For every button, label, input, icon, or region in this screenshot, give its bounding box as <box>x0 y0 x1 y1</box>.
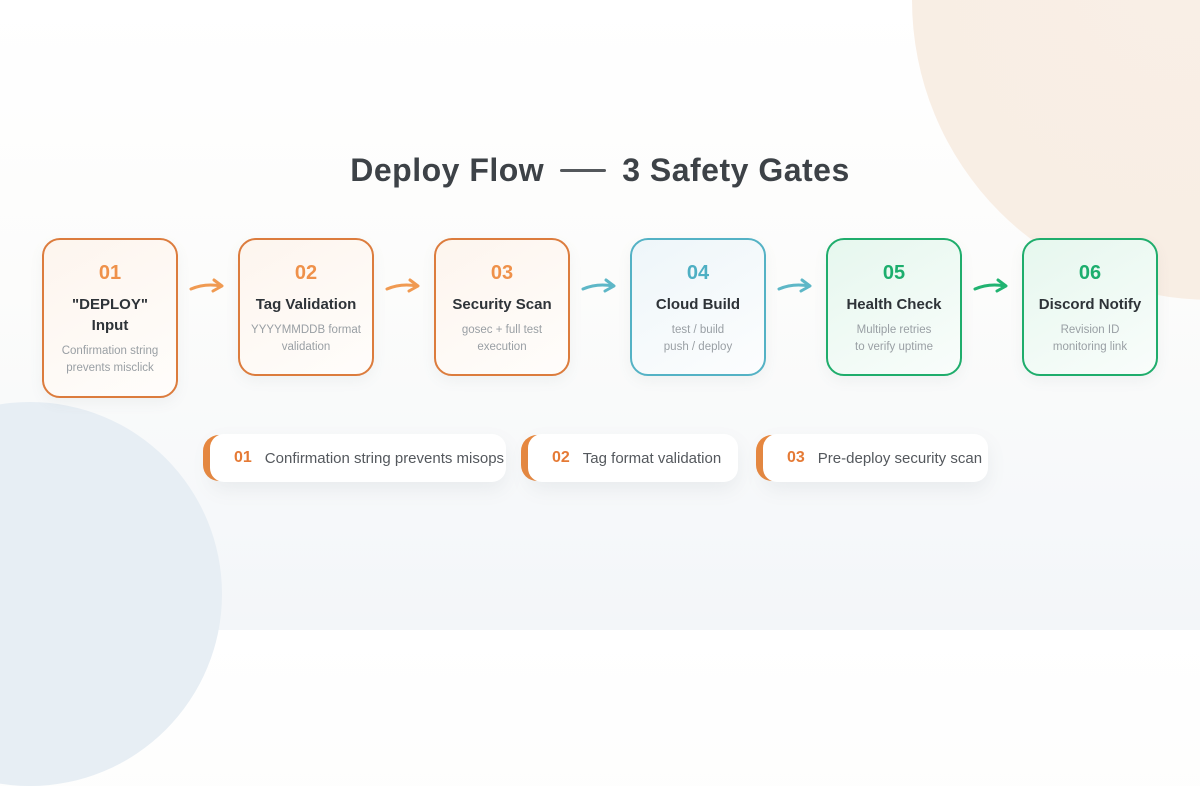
flow-arrow-icon <box>580 276 620 296</box>
step-title-line: Tag Validation <box>255 296 357 313</box>
step-title-line: Health Check <box>846 296 942 313</box>
step-subtitle: gosec + full test execution <box>436 322 568 355</box>
step-title-line: Security Scan <box>452 296 552 313</box>
safety-gate-card-1: 01 Confirmation string prevents misops <box>203 434 506 482</box>
step-subtitle-line: test / build <box>671 324 725 336</box>
step-subtitle: Multiple retries to verify uptime <box>828 322 960 355</box>
safety-gate-card-2: 02 Tag format validation <box>521 434 738 482</box>
step-number: 04 <box>686 262 710 284</box>
gate-number: 01 <box>234 449 252 466</box>
step-number: 02 <box>294 262 318 284</box>
step-subtitle-line: YYYYMMDDB format <box>251 324 361 336</box>
step-subtitle: test / build push / deploy <box>632 322 764 355</box>
step-subtitle: Confirmation string prevents misclick <box>44 343 176 376</box>
step-subtitle-line: Revision ID <box>1060 324 1120 336</box>
step-title: Cloud Build <box>632 294 764 315</box>
step-subtitle-line: Confirmation string <box>61 345 159 357</box>
flow-arrow-icon <box>188 276 228 296</box>
page-title: Deploy Flow 3 Safety Gates <box>0 152 1200 189</box>
gate-label: Confirmation string prevents misops <box>264 449 505 467</box>
step-subtitle-line: Multiple retries <box>856 324 932 336</box>
step-title-line: Input <box>91 317 129 334</box>
flow-arrow-icon <box>384 276 424 296</box>
flow-step-cloud-build: 04 Cloud Build test / build push / deplo… <box>630 238 766 376</box>
step-number: 06 <box>1078 262 1102 284</box>
step-subtitle-line: prevents misclick <box>66 361 154 374</box>
step-subtitle-line: to verify uptime <box>855 340 933 353</box>
gate-label: Pre-deploy security scan <box>817 449 983 467</box>
step-subtitle-line: push / deploy <box>663 340 733 353</box>
step-number: 01 <box>98 262 122 284</box>
step-title: Health Check <box>828 294 960 315</box>
gate-number: 02 <box>552 449 570 466</box>
flow-step-deploy-input: 01 "DEPLOY" Input Confirmation string pr… <box>42 238 178 398</box>
step-subtitle-line: monitoring link <box>1052 340 1128 353</box>
step-title: "DEPLOY" Input <box>44 294 176 336</box>
step-title-line: "DEPLOY" <box>72 296 148 313</box>
step-title: Discord Notify <box>1024 294 1156 315</box>
gate-card-body: 01 Confirmation string prevents misops <box>210 434 506 482</box>
safety-gate-card-3: 03 Pre-deploy security scan <box>756 434 988 482</box>
flow-step-security-scan: 03 Security Scan gosec + full test execu… <box>434 238 570 376</box>
gate-number: 03 <box>787 449 805 466</box>
page-title-right: 3 Safety Gates <box>622 152 850 188</box>
flow-arrow-icon <box>776 276 816 296</box>
flow-step-tag-validation: 02 Tag Validation YYYYMMDDB format valid… <box>238 238 374 376</box>
title-dash <box>560 169 607 172</box>
step-subtitle-line: gosec + full test <box>461 324 543 336</box>
background-blue-circle <box>0 402 222 786</box>
step-subtitle-line: execution <box>477 340 527 353</box>
step-subtitle-line: validation <box>281 340 331 353</box>
flow-arrow-icon <box>972 276 1012 296</box>
step-title: Security Scan <box>436 294 568 315</box>
step-number: 03 <box>490 262 514 284</box>
step-title-line: Discord Notify <box>1038 296 1142 313</box>
step-subtitle: YYYYMMDDB format validation <box>240 322 372 355</box>
gate-card-body: 02 Tag format validation <box>528 434 738 482</box>
gate-label: Tag format validation <box>582 449 722 467</box>
step-title: Tag Validation <box>240 294 372 315</box>
flow-step-discord-notify: 06 Discord Notify Revision ID monitoring… <box>1022 238 1158 376</box>
flow-step-health-check: 05 Health Check Multiple retries to veri… <box>826 238 962 376</box>
page-title-left: Deploy Flow <box>350 152 545 188</box>
step-title-line: Cloud Build <box>655 296 741 313</box>
gate-card-body: 03 Pre-deploy security scan <box>763 434 988 482</box>
step-number: 05 <box>882 262 906 284</box>
step-subtitle: Revision ID monitoring link <box>1024 322 1156 355</box>
